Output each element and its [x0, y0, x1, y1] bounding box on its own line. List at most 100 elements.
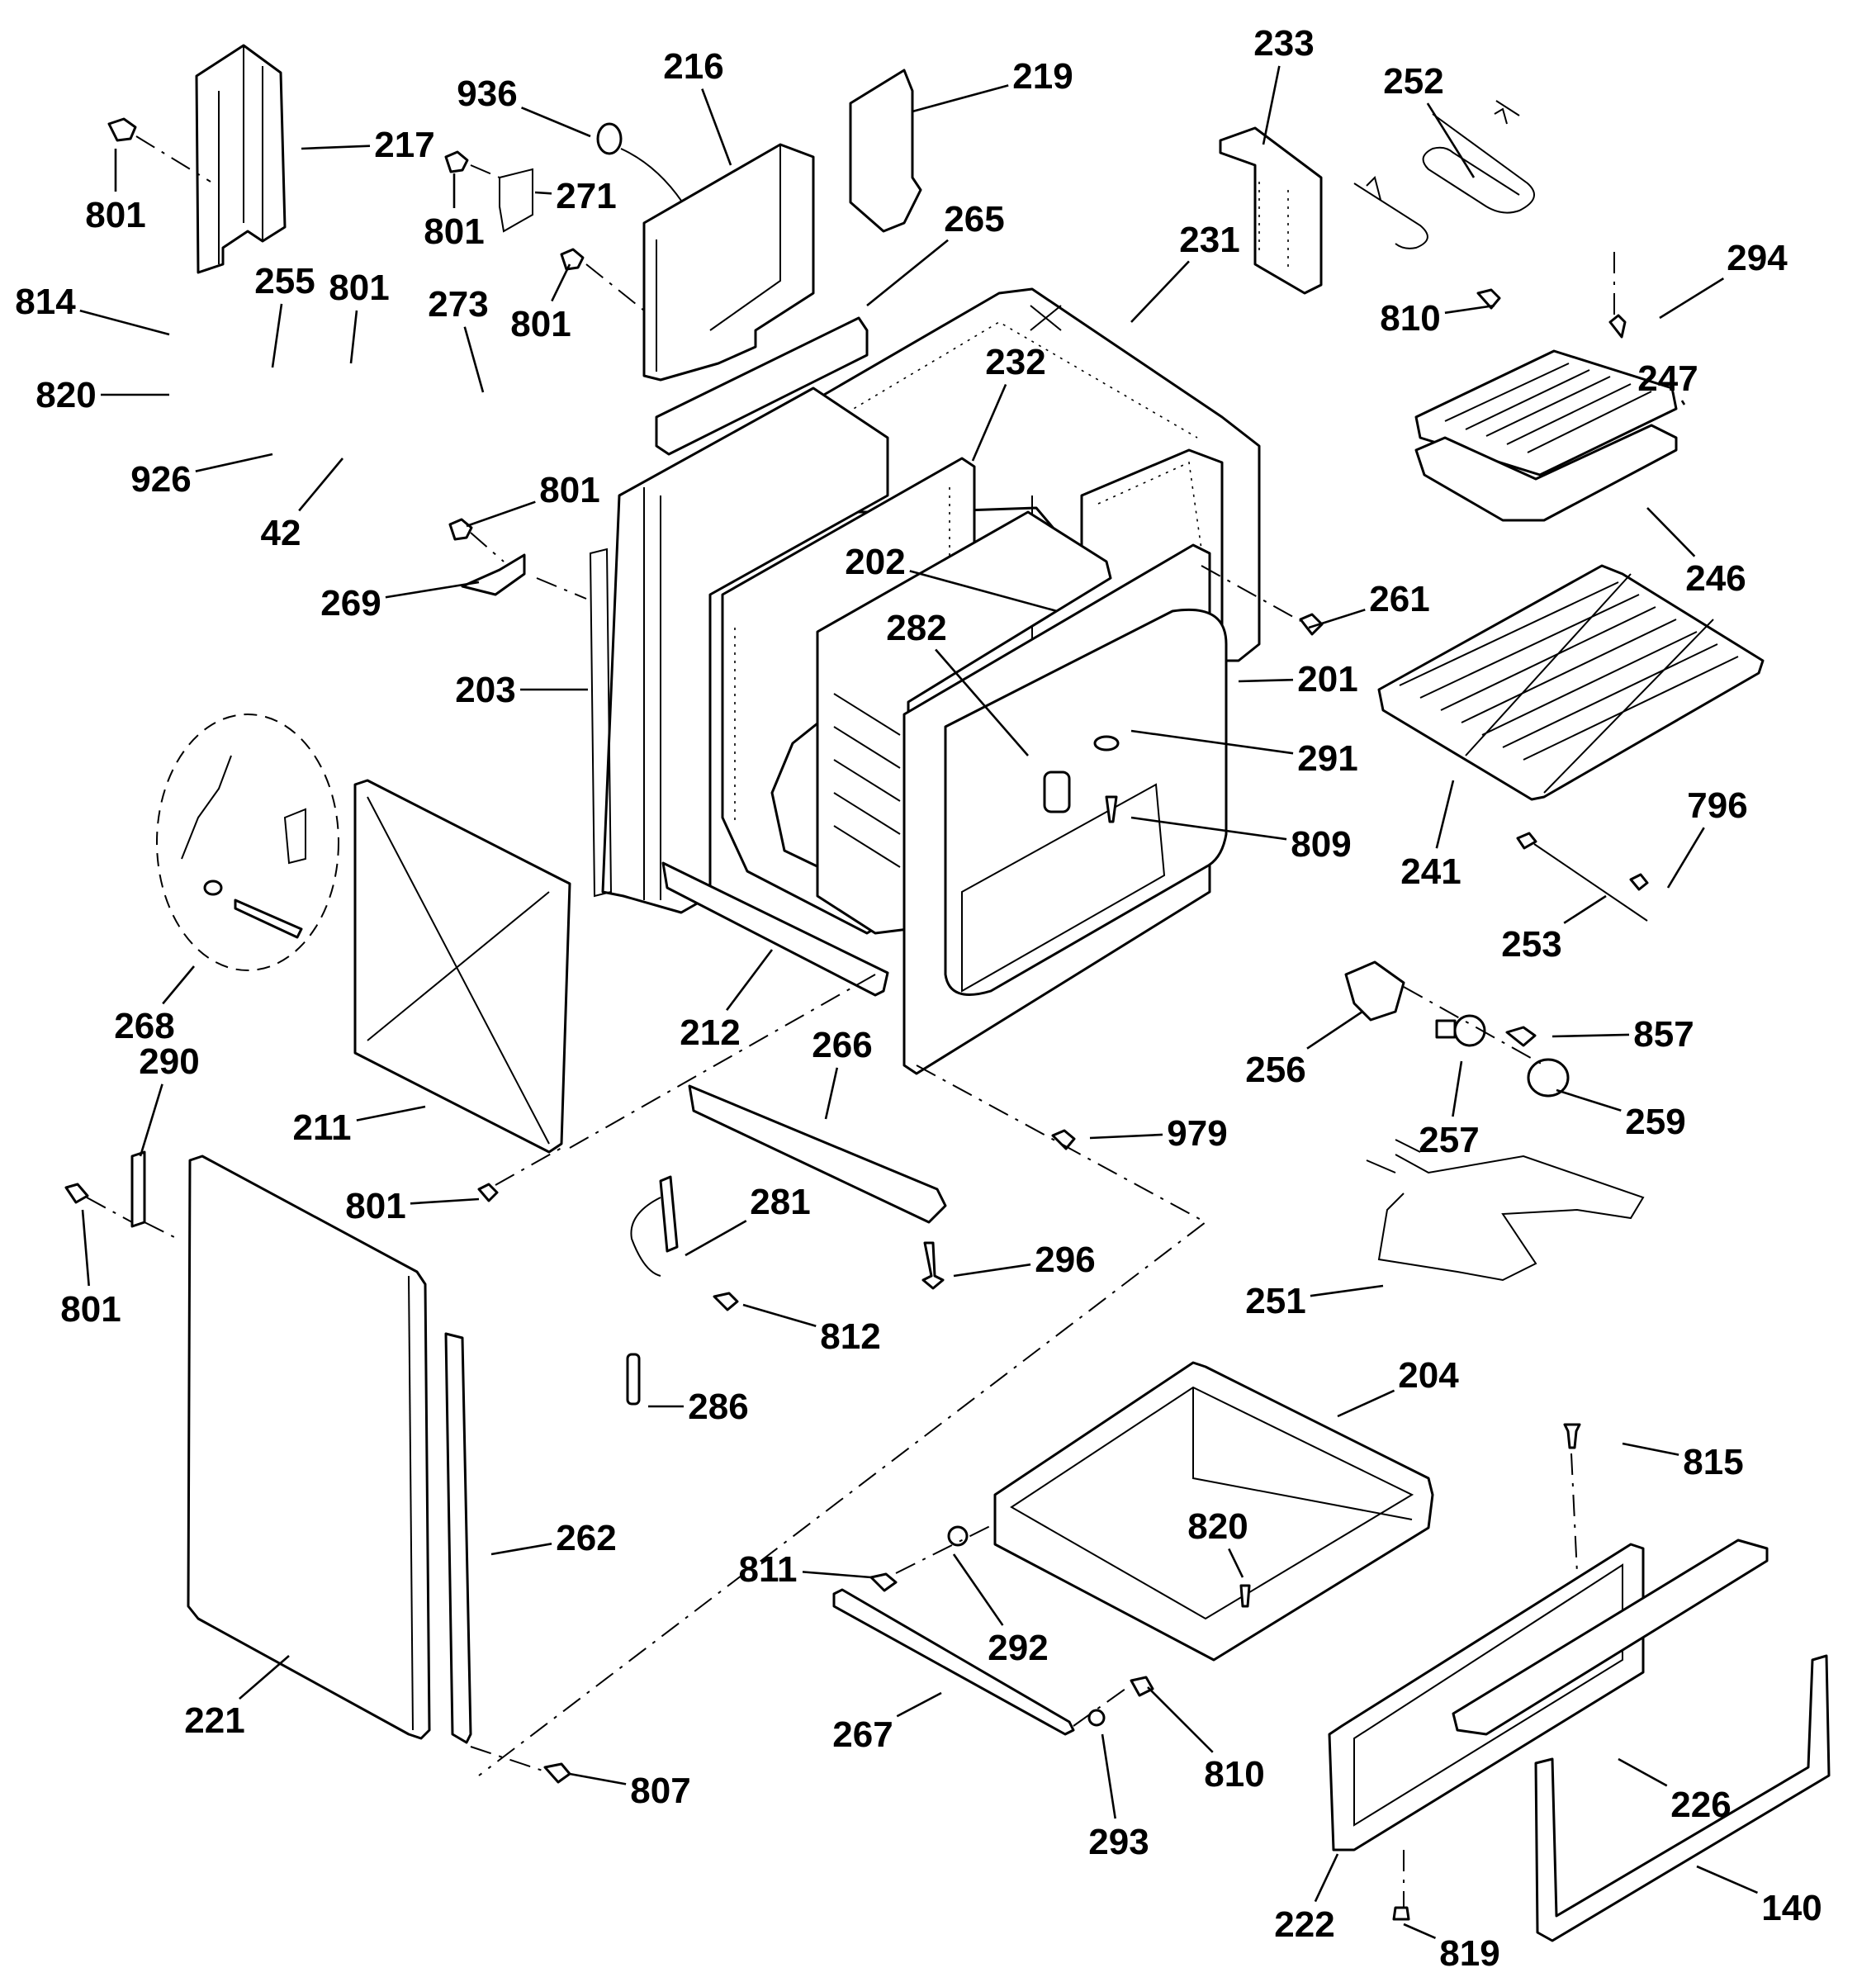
- part-281-door-hinge: [630, 1175, 679, 1277]
- callout-290: 290: [139, 1041, 200, 1157]
- callout-812: 812: [742, 1303, 881, 1357]
- part-number-label: 271: [556, 176, 616, 216]
- part-282-sensor: [1043, 771, 1071, 813]
- callout-819: 819: [1403, 1923, 1500, 1974]
- leader-line: [466, 500, 536, 528]
- assembly-line: [86, 1197, 178, 1240]
- part-number-label: 293: [1088, 1822, 1149, 1862]
- leader-line: [1659, 277, 1725, 320]
- part-number-label: 979: [1167, 1113, 1227, 1154]
- callout-811: 811: [739, 1549, 872, 1590]
- part-number-label: 819: [1439, 1933, 1499, 1974]
- part-267-drawer-slide-rail: [832, 1588, 1075, 1736]
- part-number-label: 269: [320, 583, 381, 624]
- leader-line: [1228, 1548, 1244, 1578]
- callout-801: 801: [329, 268, 390, 364]
- callout-820: 820: [36, 375, 169, 415]
- callout-216: 216: [663, 46, 732, 166]
- part-number-label: 247: [1637, 358, 1698, 399]
- leader-line: [1147, 1686, 1214, 1753]
- part-number-label: 286: [688, 1387, 748, 1427]
- leader-line: [1426, 102, 1476, 178]
- callout-801: 801: [424, 173, 485, 252]
- part-140-kick-panel: [1534, 1654, 1831, 1942]
- assembly-line: [470, 1746, 546, 1772]
- part-202-oven-liner: [816, 510, 1112, 935]
- leader-line: [298, 458, 343, 512]
- callout-231: 231: [1130, 220, 1240, 323]
- callout-268: 268: [114, 965, 195, 1046]
- callout-807: 807: [569, 1771, 691, 1811]
- part-269-hinge-bracket: [461, 553, 526, 596]
- part-number-label: 268: [114, 1006, 174, 1046]
- leader-line: [1646, 507, 1696, 557]
- leader-line: [1337, 1389, 1395, 1418]
- part-810-screw: [1130, 1676, 1154, 1697]
- part-number-label: 801: [345, 1186, 405, 1226]
- part-number-label: 801: [510, 304, 571, 344]
- assembly-line: [495, 974, 876, 1186]
- callout-273: 273: [428, 284, 489, 393]
- leader-line: [239, 1655, 290, 1700]
- callout-926: 926: [130, 453, 273, 500]
- leader-line: [162, 965, 195, 1005]
- callout-809: 809: [1130, 816, 1352, 865]
- part-291-gasket: [1093, 735, 1120, 752]
- part-271-cover-plate: [499, 168, 533, 233]
- leader-line: [551, 263, 571, 302]
- part-219-top-duct: [849, 69, 922, 233]
- assembly-line: [470, 532, 587, 600]
- callout-232: 232: [971, 342, 1046, 462]
- part-number-label: 259: [1625, 1102, 1685, 1142]
- callout-292: 292: [952, 1553, 1049, 1668]
- callout-979: 979: [1089, 1113, 1228, 1154]
- callout-814: 814: [15, 282, 170, 336]
- callout-269: 269: [320, 581, 480, 624]
- assembly-line: [1403, 986, 1545, 1066]
- part-number-label: 810: [1204, 1754, 1264, 1795]
- part-807-screw: [543, 1762, 571, 1784]
- part-number-label: 267: [832, 1714, 893, 1755]
- callout-262: 262: [490, 1518, 617, 1558]
- callout-266: 266: [812, 1025, 873, 1120]
- callout-217: 217: [301, 125, 435, 165]
- part-286-hinge-spring: [626, 1353, 641, 1406]
- leader-line: [1444, 304, 1495, 315]
- part-number-label: 212: [680, 1012, 740, 1053]
- callout-801: 801: [466, 470, 600, 528]
- assembly-line: [1403, 1453, 1578, 1908]
- leader-line: [410, 1197, 480, 1205]
- part-number-label: 291: [1297, 738, 1357, 779]
- callout-801: 801: [60, 1209, 121, 1330]
- leader-line: [1089, 1133, 1163, 1140]
- callout-241: 241: [1400, 780, 1461, 892]
- callout-233: 233: [1253, 23, 1315, 145]
- part-number-label: 936: [457, 73, 517, 114]
- part-number-label: 255: [254, 261, 315, 301]
- part-211-rear-panel: [353, 779, 571, 1154]
- leader-line: [1622, 1442, 1679, 1456]
- part-number-label: 290: [139, 1041, 199, 1082]
- part-801-screw: [107, 117, 137, 142]
- part-857-screw: [1505, 1026, 1537, 1047]
- part-number-label: 820: [36, 375, 96, 415]
- leader-line: [385, 581, 480, 599]
- callout-796: 796: [1666, 785, 1748, 889]
- leader-line: [521, 107, 591, 138]
- part-296-leveling-leg: [921, 1241, 945, 1290]
- part-233-insulation: [1219, 126, 1323, 295]
- leader-line: [1130, 729, 1294, 755]
- callout-252: 252: [1383, 61, 1476, 178]
- leader-line: [1308, 609, 1366, 629]
- part-number-label: 801: [539, 470, 599, 510]
- part-809-screw: [1105, 795, 1118, 823]
- leader-line: [1680, 400, 1686, 405]
- part-262-side-trim: [444, 1332, 472, 1744]
- callout-253: 253: [1501, 894, 1607, 965]
- leader-line: [866, 239, 949, 307]
- part-936-knob: [596, 122, 623, 155]
- callout-221: 221: [184, 1655, 290, 1741]
